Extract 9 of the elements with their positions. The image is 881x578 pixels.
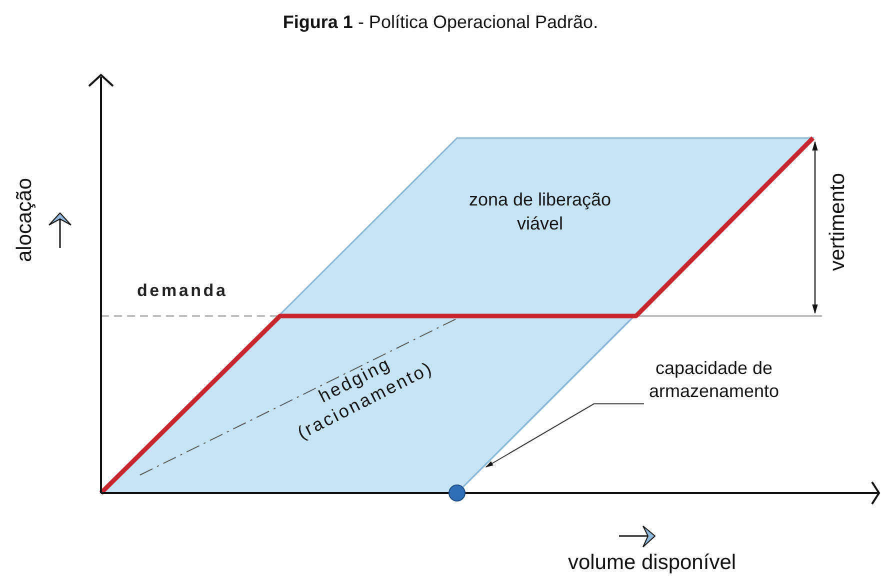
axis-label: alocação [13,178,37,262]
line-label: demanda [137,281,228,301]
dimension-label: vertimento [826,172,850,272]
axis-label: volume disponível [568,551,736,575]
leader-line [485,403,644,468]
zone-label: zona de liberação viável [468,188,612,236]
figure-title: Figura 1 - Política Operacional Padrão. [282,12,600,33]
callout-text: capacidade de armazenamento [636,357,792,404]
storage-capacity-edge [466,319,631,484]
